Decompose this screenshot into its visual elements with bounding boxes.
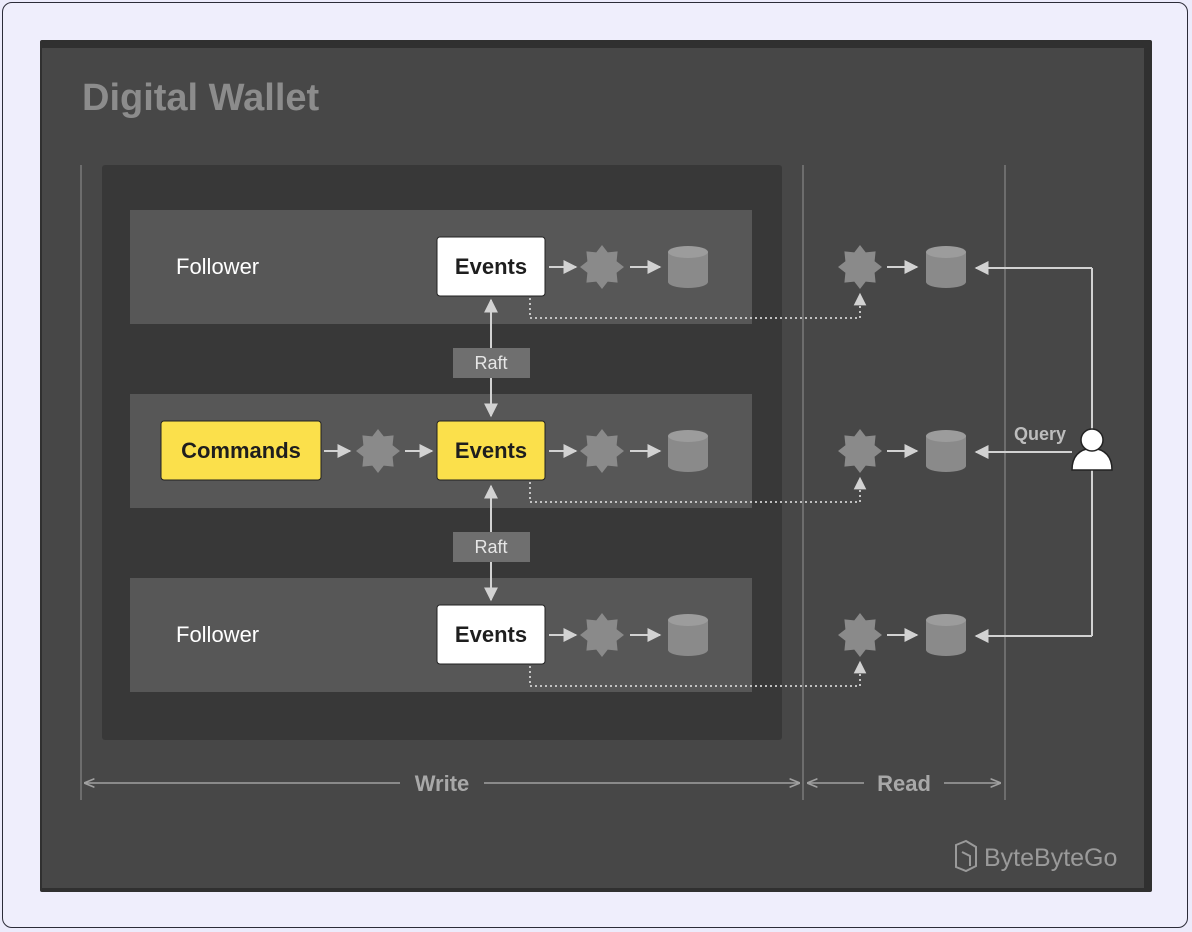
query-label: Query <box>1014 424 1066 444</box>
brand-name: ByteByteGo <box>984 844 1117 872</box>
processor-icon <box>838 613 882 657</box>
database-icon <box>926 614 966 656</box>
event-stream-top <box>529 292 867 319</box>
commands-box <box>160 420 322 481</box>
write-section-label: Write <box>415 771 470 796</box>
database-icon <box>926 430 966 472</box>
processor-icon <box>580 429 624 473</box>
event-stream-bottom <box>529 660 867 687</box>
database-icon <box>668 246 708 288</box>
follower-label-top: Follower <box>176 254 259 279</box>
processor-icon <box>580 613 624 657</box>
events-label-top: Events <box>455 254 527 279</box>
read-pipeline-top <box>838 245 966 289</box>
raft-box-bottom <box>453 532 530 562</box>
follower-label-bottom: Follower <box>176 622 259 647</box>
events-box-top <box>436 236 546 297</box>
user-icon <box>1071 428 1113 471</box>
database-icon <box>668 614 708 656</box>
raft-box-top <box>453 348 530 378</box>
events-label-leader: Events <box>455 438 527 463</box>
diagram-title: Digital Wallet <box>82 77 320 119</box>
write-pipeline-leader <box>549 429 708 473</box>
events-label-bottom: Events <box>455 622 527 647</box>
raft-label-bottom: Raft <box>474 537 507 557</box>
bytebytego-logo-icon <box>955 839 977 873</box>
commands-label: Commands <box>181 438 301 463</box>
processor-icon <box>838 429 882 473</box>
raft-label-top: Raft <box>474 353 507 373</box>
processor-icon <box>580 245 624 289</box>
event-stream-leader <box>529 476 867 503</box>
database-icon <box>926 246 966 288</box>
events-box-leader <box>436 420 546 481</box>
processor-icon <box>838 245 882 289</box>
read-section-label: Read <box>877 771 931 796</box>
command-processor-icon <box>356 429 400 473</box>
write-pipeline-bottom <box>549 613 708 657</box>
database-icon <box>668 430 708 472</box>
events-box-bottom <box>436 604 546 665</box>
read-pipeline-bottom <box>838 613 966 657</box>
read-pipeline-middle <box>838 429 966 473</box>
write-pipeline-top <box>549 245 708 289</box>
